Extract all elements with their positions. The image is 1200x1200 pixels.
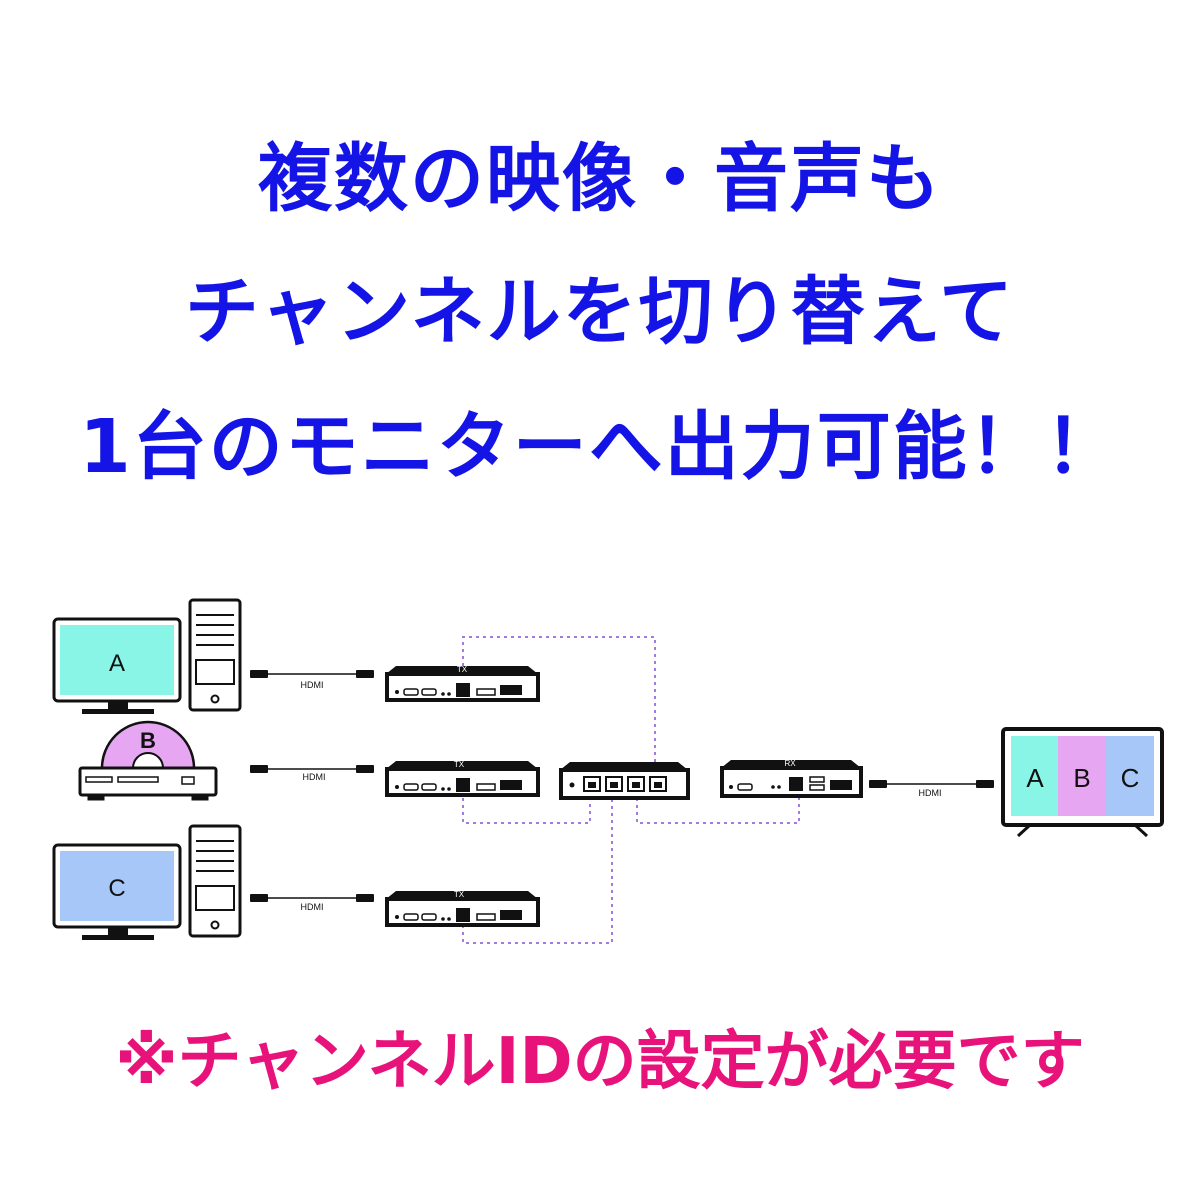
monitor-c-icon — [52, 843, 182, 940]
hdmi-cable-1-label: HDMI — [301, 680, 324, 690]
hdmi-cable-tv-label: HDMI — [919, 788, 942, 798]
monitor-c-screen — [60, 851, 174, 921]
monitor-a-screen — [60, 625, 174, 695]
tx-unit-2-label: TX — [454, 760, 465, 769]
computer-c: C — [52, 824, 242, 940]
tv-icon: A B C — [1001, 727, 1164, 838]
tv-segment-b-label: B — [1073, 763, 1090, 793]
tx-unit-3-label: TX — [454, 890, 465, 899]
tower-pc-a-icon — [188, 598, 242, 712]
network-switch-icon — [559, 762, 690, 800]
hdmi-cable-2-label: HDMI — [303, 772, 326, 782]
network-lines — [462, 636, 800, 944]
hdmi-cable-2: HDMI — [250, 765, 374, 782]
tv-segment-c — [1106, 736, 1154, 816]
player-b-icon — [78, 766, 218, 801]
headline-line-3: 1台のモニターへ出力可能！！ — [79, 404, 1121, 490]
hdmi-cable-3: HDMI — [250, 894, 374, 912]
tower-pc-c-icon — [188, 824, 242, 938]
monitor-a-label: A — [109, 650, 125, 677]
tv-segment-a-label: A — [1026, 763, 1044, 793]
rx-unit-label: RX — [784, 759, 796, 768]
headline-line-1: 複数の映像・音声も — [258, 136, 942, 222]
monitor-c-label: C — [108, 875, 125, 902]
tx-unit-1-label: TX — [457, 665, 468, 674]
tx-unit-3: TX — [385, 890, 540, 927]
disc-b-label: B — [140, 728, 156, 753]
tv-segment-c-label: C — [1121, 763, 1140, 793]
rx-unit: RX — [720, 759, 863, 798]
tx-unit-2: TX — [385, 760, 540, 797]
tv-segment-a — [1011, 736, 1058, 816]
hdmi-cable-tv: HDMI — [869, 780, 994, 798]
player-b: B — [78, 720, 218, 801]
hdmi-cable-3-label: HDMI — [301, 902, 324, 912]
channel-id-note: ※チャンネルIDの設定が必要です — [115, 1025, 1085, 1099]
disc-b-icon — [100, 720, 196, 770]
monitor-a-icon — [52, 617, 182, 714]
tx-unit-1: TX — [385, 665, 540, 702]
hdmi-cable-1: HDMI — [250, 670, 374, 690]
computer-a: A — [52, 598, 242, 714]
tv-segment-b — [1058, 736, 1106, 816]
headline-line-2: チャンネルを切り替えて — [184, 269, 1016, 355]
